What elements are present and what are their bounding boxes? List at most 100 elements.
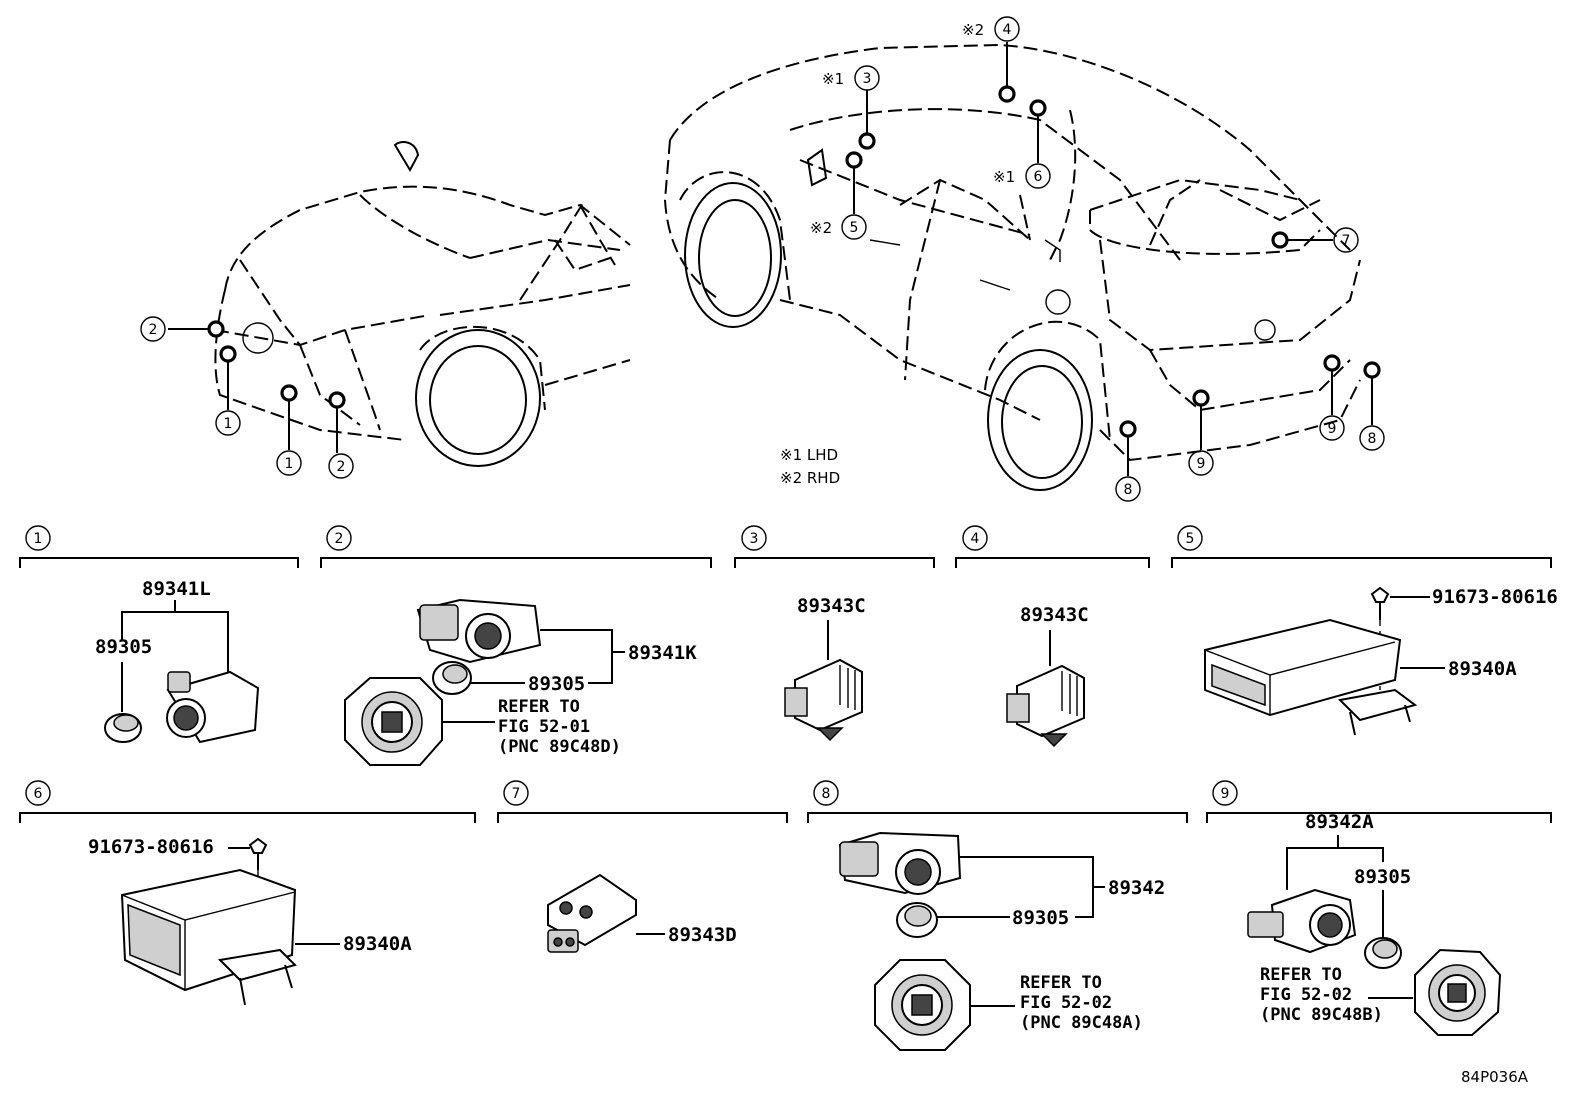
- svg-text:3: 3: [863, 71, 872, 87]
- ecu-icon: [1204, 618, 1418, 736]
- rear-callout-8b: 8: [1115, 476, 1141, 502]
- part-number-89341K: 89341K: [628, 642, 697, 664]
- sensor-marker: [1192, 389, 1210, 407]
- illustration-code: 84P036A: [1461, 1068, 1529, 1086]
- front-car-illustration: [214, 141, 631, 467]
- svg-text:5: 5: [1186, 531, 1195, 547]
- svg-text:7: 7: [1342, 233, 1351, 249]
- sensor-marker: [845, 151, 863, 169]
- sensor-icon: [838, 831, 962, 895]
- section-3-header: 3: [734, 525, 935, 568]
- part-number-89305: 89305: [1354, 866, 1411, 888]
- rear-callout-7: 7: [1333, 227, 1359, 253]
- svg-text:7: 7: [512, 786, 521, 802]
- svg-text:※1: ※1: [993, 168, 1015, 186]
- sensor-bezel-icon: [874, 959, 971, 1051]
- front-callout-2a: 2: [140, 316, 166, 342]
- ring-icon: [432, 661, 472, 695]
- svg-text:FIG 52-01: FIG 52-01: [498, 717, 590, 737]
- svg-text:2: 2: [335, 531, 344, 547]
- svg-text:※2: ※2: [810, 219, 832, 237]
- svg-text:6: 6: [1034, 169, 1043, 185]
- section-1-parts: 89341L 89305: [95, 578, 260, 744]
- rear-car-illustration: [663, 43, 1361, 491]
- section-8-header: 8: [807, 780, 1188, 823]
- part-number-89305: 89305: [528, 673, 585, 695]
- part-number-89305: 89305: [1012, 907, 1069, 929]
- sensor-icon: [1247, 888, 1357, 954]
- part-number-89343C: 89343C: [1020, 604, 1089, 626]
- section-6-parts: 91673-80616 89340A: [88, 836, 412, 1006]
- rear-callout-3: ※1 3: [822, 65, 880, 91]
- svg-text:(PNC 89C48D): (PNC 89C48D): [498, 737, 621, 757]
- rear-callout-9a: 9: [1319, 415, 1345, 441]
- front-callout-1a: 1: [215, 410, 241, 436]
- svg-text:8: 8: [1124, 482, 1133, 498]
- section-5-header: 5: [1171, 525, 1552, 568]
- part-number-89340A: 89340A: [1448, 658, 1517, 680]
- legend-rhd: ※2 RHD: [780, 469, 840, 487]
- sensor-bezel-icon: [1414, 948, 1502, 1036]
- section-4-parts: 89343C: [1006, 604, 1089, 748]
- rear-callout-5: ※2 5: [810, 214, 867, 240]
- connector-icon: [1006, 664, 1085, 748]
- section-4-header: 4: [955, 525, 1150, 568]
- part-number-89341L: 89341L: [142, 578, 211, 600]
- sensor-icon: [166, 670, 260, 744]
- svg-text:FIG 52-02: FIG 52-02: [1020, 993, 1112, 1013]
- svg-text:9: 9: [1328, 421, 1337, 437]
- ring-icon: [1364, 937, 1402, 969]
- part-number-91673-80616: 91673-80616: [88, 836, 214, 858]
- svg-text:REFER TO: REFER TO: [498, 697, 580, 717]
- section-2-header: 2: [320, 525, 712, 568]
- section-7-header: 7: [497, 780, 788, 823]
- sensor-marker: [1271, 231, 1289, 249]
- rear-callout-9b: 9: [1188, 450, 1214, 476]
- section-6-header: 6: [19, 780, 476, 823]
- svg-text:2: 2: [337, 459, 346, 475]
- svg-text:4: 4: [971, 531, 980, 547]
- svg-text:FIG 52-02: FIG 52-02: [1260, 985, 1352, 1005]
- part-number-89342A: 89342A: [1305, 811, 1374, 833]
- part-number-89343C: 89343C: [797, 595, 866, 617]
- svg-text:1: 1: [224, 416, 233, 432]
- part-number-89340A: 89340A: [343, 933, 412, 955]
- svg-text:※2: ※2: [962, 21, 984, 39]
- sensor-marker: [858, 132, 876, 150]
- section-1-header: 1: [19, 525, 299, 568]
- svg-text:1: 1: [285, 456, 294, 472]
- svg-text:3: 3: [750, 531, 759, 547]
- svg-text:2: 2: [149, 322, 158, 338]
- sensor-icon: [416, 598, 542, 664]
- sensor-marker: [1119, 420, 1137, 438]
- sensor-marker: [1363, 361, 1381, 379]
- svg-text:(PNC 89C48B): (PNC 89C48B): [1260, 1005, 1383, 1025]
- front-callout-2b: 2: [328, 453, 354, 479]
- part-number-89343D: 89343D: [668, 924, 737, 946]
- sensor-bezel-icon: [344, 677, 443, 766]
- connector-icon: [784, 658, 863, 742]
- section-3-parts: 89343C: [784, 595, 866, 742]
- svg-text:9: 9: [1221, 786, 1230, 802]
- section-2-parts: 89341K 89305 REFER TO FIG 52-01 (PNC 89C…: [344, 598, 697, 766]
- section-9-parts: 89342A 89305 REFER TO FIG 52-02 (PNC 89C…: [1247, 811, 1502, 1036]
- sensor-marker: [998, 85, 1016, 103]
- svg-text:9: 9: [1197, 456, 1206, 472]
- ecu-icon: [120, 868, 297, 1006]
- ring-icon: [896, 902, 938, 938]
- sensor-marker: [207, 320, 225, 338]
- svg-text:1: 1: [34, 531, 43, 547]
- ring-icon: [104, 713, 142, 743]
- rear-callout-8a: 8: [1359, 425, 1385, 451]
- section-5-parts: 91673-80616 89340A: [1204, 586, 1558, 736]
- svg-text:6: 6: [34, 786, 43, 802]
- connector-icon: [547, 873, 637, 953]
- svg-text:8: 8: [822, 786, 831, 802]
- section-8-parts: 89342 89305 REFER TO FIG 52-02 (PNC 89C4…: [838, 831, 1165, 1051]
- sensor-marker: [328, 391, 346, 409]
- sensor-marker: [1029, 99, 1047, 117]
- part-number-89305: 89305: [95, 636, 152, 658]
- part-number-89342: 89342: [1108, 877, 1165, 899]
